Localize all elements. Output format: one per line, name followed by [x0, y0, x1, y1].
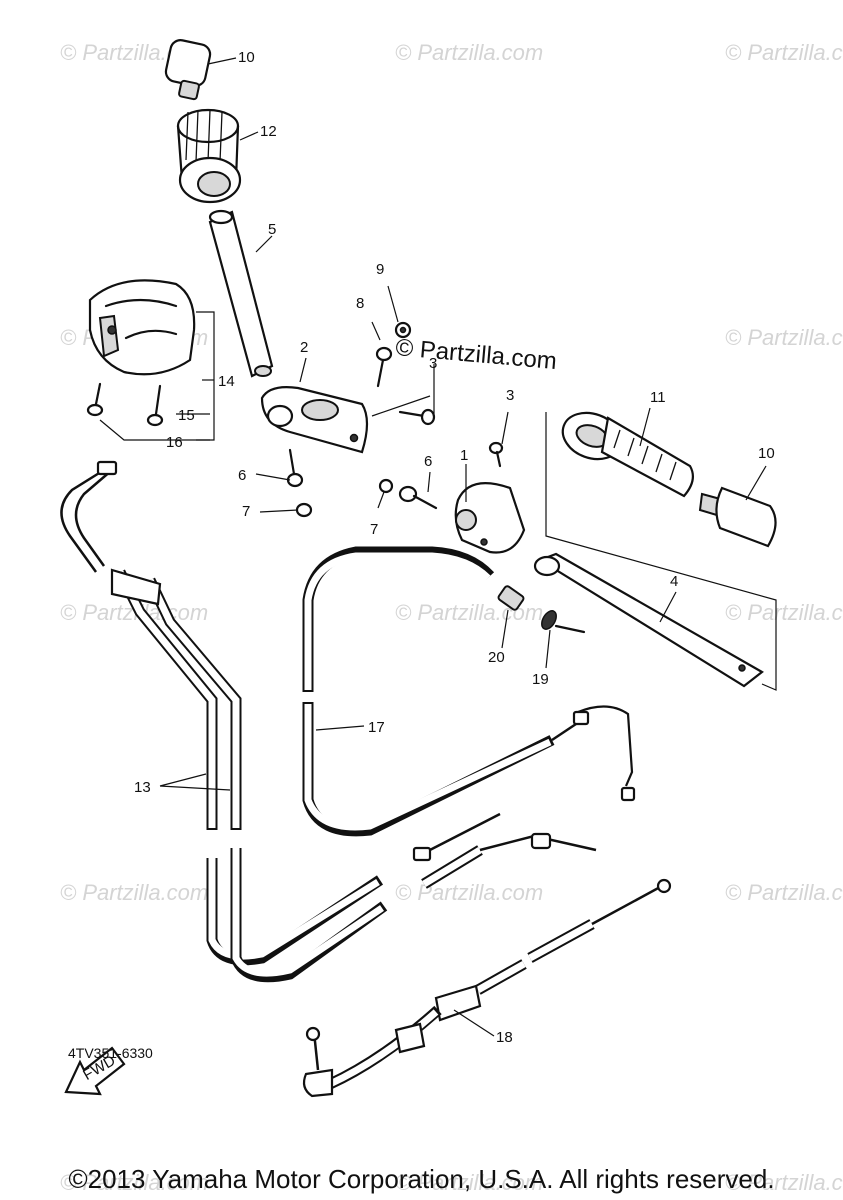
watermark: © Partzilla.com: [725, 1170, 843, 1195]
part-14-switch-housing: [88, 279, 196, 376]
callout-8: 8: [356, 295, 364, 312]
watermark: © Partzilla.com: [725, 600, 843, 625]
callout-15: 15: [178, 407, 195, 424]
part-16-screw: [86, 382, 104, 417]
watermark: © Partzilla.com: [395, 880, 543, 905]
callout-labels: 10 12 5 9 2 8 3 3 1 6 7 6 7 14 15 16 11 …: [134, 49, 775, 1046]
fwd-arrow: FWD: [64, 1046, 126, 1096]
part-2-handlebar-holder: [260, 386, 369, 454]
part-10-bar-end-right: [698, 486, 777, 548]
callout-18: 18: [496, 1029, 513, 1046]
part-8-bolt: [375, 346, 393, 388]
part-10-bar-end-top: [164, 39, 212, 101]
part-3-screw-b: [488, 441, 504, 468]
callout-12: 12: [260, 123, 277, 140]
part-7-nut-right: [378, 478, 394, 494]
callout-3-b: 3: [506, 387, 514, 404]
part-20-adjuster: [497, 585, 525, 611]
part-3-screw-a: [398, 408, 436, 426]
watermark: © Partzilla.com: [395, 40, 543, 65]
callout-5: 5: [268, 221, 276, 238]
callout-11: 11: [650, 389, 666, 406]
callout-2: 2: [300, 339, 308, 356]
part-7-nut-left: [295, 502, 313, 518]
watermark: © Partzilla.com: [60, 880, 208, 905]
part-6-bolt-right: [398, 485, 438, 510]
part-13-throttle-cables: [60, 460, 388, 983]
callout-9: 9: [376, 261, 384, 278]
brand-watermark: © Partzilla.com: [394, 334, 557, 375]
callout-6-left: 6: [238, 467, 246, 484]
part-6-bolt-left: [286, 448, 304, 488]
callout-10: 10: [238, 49, 255, 66]
cable-segments: [412, 812, 597, 889]
copyright-notice: ©2013 Yamaha Motor Corporation, U.S.A. A…: [68, 1164, 775, 1194]
callout-6-right: 6: [424, 453, 432, 470]
callout-13: 13: [134, 779, 151, 796]
watermark: © Partzilla.com: [60, 1170, 208, 1195]
part-5-throttle-tube: [208, 209, 274, 378]
watermarks: © Partzilla.com © Partzilla.com © Partzi…: [60, 40, 843, 1195]
callout-20: 20: [488, 649, 505, 666]
callout-16: 16: [166, 434, 183, 451]
part-17-clutch-cable: [302, 546, 636, 837]
watermark: © Partzilla.com: [725, 880, 843, 905]
callout-10-b: 10: [758, 445, 775, 462]
part-18-cable: [302, 878, 672, 1098]
diagram-code: 4TV351-6330: [68, 1045, 153, 1061]
callout-14: 14: [218, 373, 235, 390]
part-1-handlebar-holder: [454, 482, 526, 554]
part-9-clip: [394, 321, 412, 339]
part-4-handlebar: [533, 552, 764, 688]
callout-7-left: 7: [242, 503, 250, 520]
callout-3: 3: [429, 355, 437, 372]
part-15-screw: [146, 384, 164, 427]
part-12-throttle-grip: [176, 108, 242, 204]
callout-1: 1: [460, 447, 468, 464]
callout-19: 19: [532, 671, 549, 688]
watermark: © Partzilla.com: [725, 40, 843, 65]
callout-4: 4: [670, 573, 678, 590]
watermark: © Partzilla.com: [395, 1170, 543, 1195]
callout-17: 17: [368, 719, 385, 736]
callout-7-right: 7: [370, 521, 378, 538]
part-19-locknut: [541, 610, 586, 634]
watermark: © Partzilla.com: [725, 325, 843, 350]
part-11-grip: [561, 411, 695, 498]
leader-lines: [99, 57, 767, 1037]
